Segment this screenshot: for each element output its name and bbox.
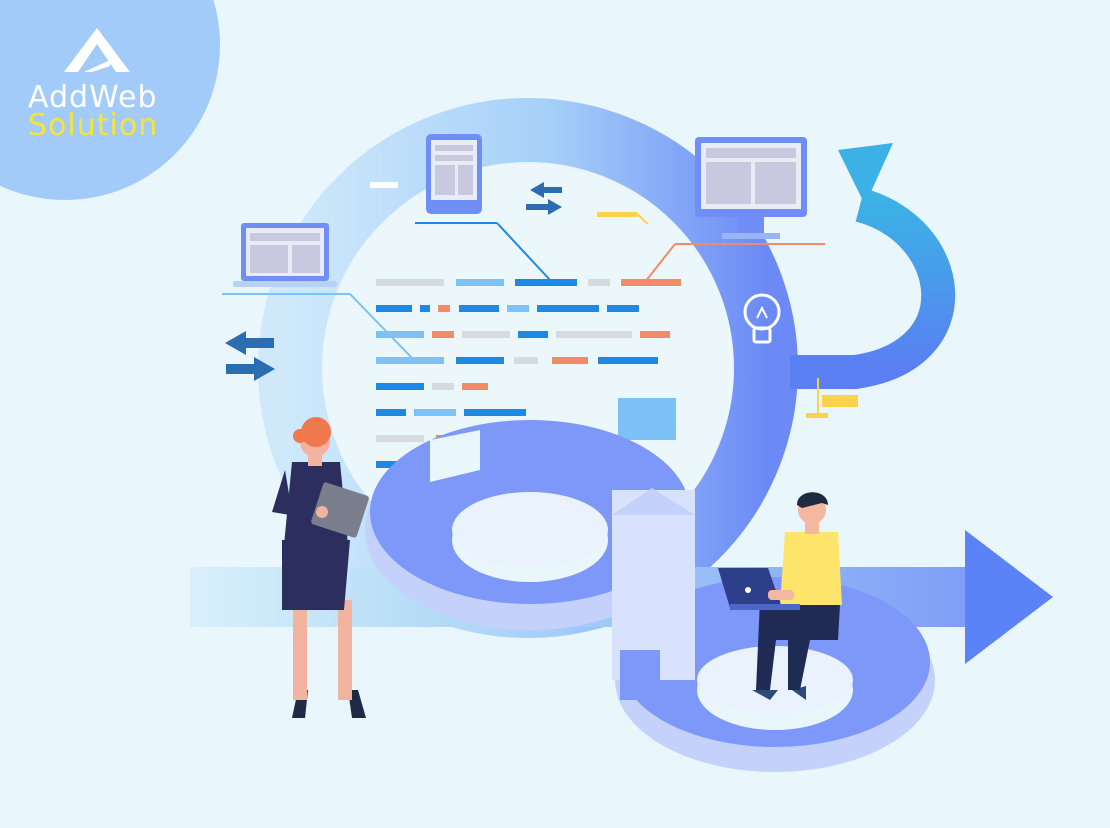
infinity-loop	[365, 420, 935, 772]
brand-tagline: Solution	[28, 108, 159, 143]
triangle-a-logo-icon	[64, 28, 130, 72]
yellow-accents	[597, 212, 858, 418]
curved-arrow-icon	[790, 143, 956, 389]
swap-arrows-icon	[225, 331, 275, 381]
laptop-icon	[222, 223, 413, 359]
man-with-laptop	[718, 492, 842, 700]
brand-name: AddWeb	[28, 80, 158, 115]
code-lines	[376, 279, 681, 468]
lightbulb-icon	[743, 293, 781, 344]
woman-with-tablet	[272, 417, 369, 718]
swap-arrows-icon	[526, 182, 562, 215]
tablet-icon	[370, 134, 551, 281]
monitor-icon	[644, 137, 825, 283]
